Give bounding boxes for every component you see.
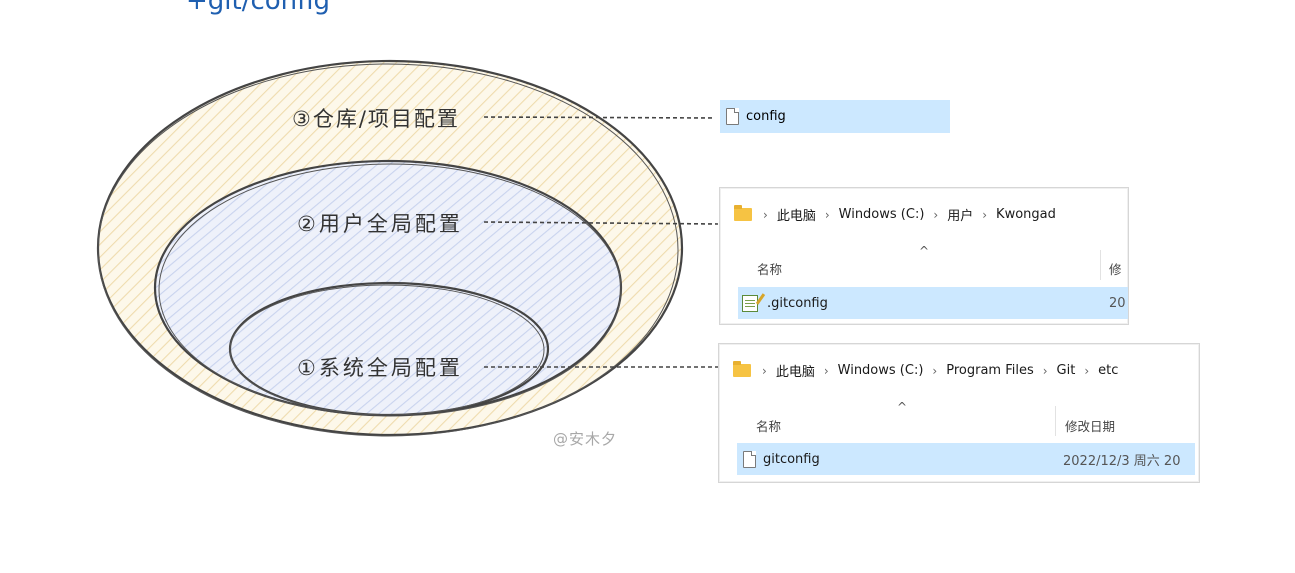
system-config-explorer: › 此电脑 › Windows (C:) › Program Files › G…: [718, 343, 1200, 483]
sort-up-icon: ^: [919, 244, 930, 258]
chevron-right-icon: ›: [933, 207, 939, 222]
chevron-right-icon: ›: [763, 207, 768, 222]
top-caption: +git/config: [186, 0, 331, 16]
column-header-date[interactable]: 修: [1109, 262, 1122, 277]
file-date: 20: [1109, 295, 1126, 311]
folder-icon: [733, 361, 751, 377]
repo-config-file-row[interactable]: config: [720, 100, 950, 133]
repo-file-name: config: [746, 109, 786, 124]
file-name: .gitconfig: [767, 295, 828, 311]
file-row-gitconfig[interactable]: gitconfig 2022/12/3 周六 20: [737, 443, 1195, 475]
file-date: 2022/12/3 周六 20: [1063, 453, 1181, 469]
connector-repo: [483, 116, 716, 119]
label-system-level: ①系统全局配置: [297, 356, 463, 380]
ellipse-system-level: [228, 281, 550, 417]
breadcrumb-item[interactable]: Program Files: [946, 363, 1034, 378]
file-row-gitconfig[interactable]: .gitconfig 20: [738, 287, 1128, 319]
notepad-file-icon: [742, 294, 758, 312]
label-user-level: ②用户全局配置: [297, 212, 463, 236]
column-header-name[interactable]: 名称: [756, 419, 782, 434]
breadcrumb-item[interactable]: 此电脑: [775, 365, 815, 380]
breadcrumb-item[interactable]: Kwongad: [996, 207, 1056, 222]
chevron-right-icon: ›: [1084, 363, 1090, 378]
breadcrumb-item[interactable]: etc: [1098, 363, 1119, 378]
chevron-right-icon: ›: [982, 207, 988, 222]
breadcrumb: › 此电脑 › Windows (C:) › Program Files › G…: [733, 361, 1118, 380]
chevron-right-icon: ›: [932, 363, 938, 378]
chevron-right-icon: ›: [824, 207, 830, 222]
breadcrumb-item[interactable]: Git: [1056, 363, 1076, 378]
column-divider[interactable]: [1055, 406, 1056, 436]
column-header-date[interactable]: 修改日期: [1065, 419, 1116, 434]
label-repo-level: ③仓库/项目配置: [292, 107, 460, 131]
file-icon: [743, 450, 756, 468]
breadcrumb-item[interactable]: Windows (C:): [837, 363, 924, 378]
file-name: gitconfig: [763, 451, 820, 467]
sort-up-icon: ^: [897, 400, 908, 414]
folder-icon: [734, 205, 752, 221]
file-icon: [726, 108, 739, 125]
chevron-right-icon: ›: [823, 363, 829, 378]
column-header-name[interactable]: 名称: [757, 262, 783, 277]
breadcrumb: › 此电脑 › Windows (C:) › 用户 › Kwongad: [734, 205, 1056, 224]
chevron-right-icon: ›: [1042, 363, 1048, 378]
watermark: @安木夕: [553, 430, 617, 448]
column-divider[interactable]: [1100, 250, 1101, 280]
breadcrumb-item[interactable]: 此电脑: [776, 209, 816, 224]
breadcrumb-item[interactable]: 用户: [947, 209, 974, 224]
breadcrumb-item[interactable]: Windows (C:): [838, 207, 925, 222]
chevron-right-icon: ›: [762, 363, 767, 378]
user-config-explorer: › 此电脑 › Windows (C:) › 用户 › Kwongad ^ 名称…: [719, 187, 1129, 325]
